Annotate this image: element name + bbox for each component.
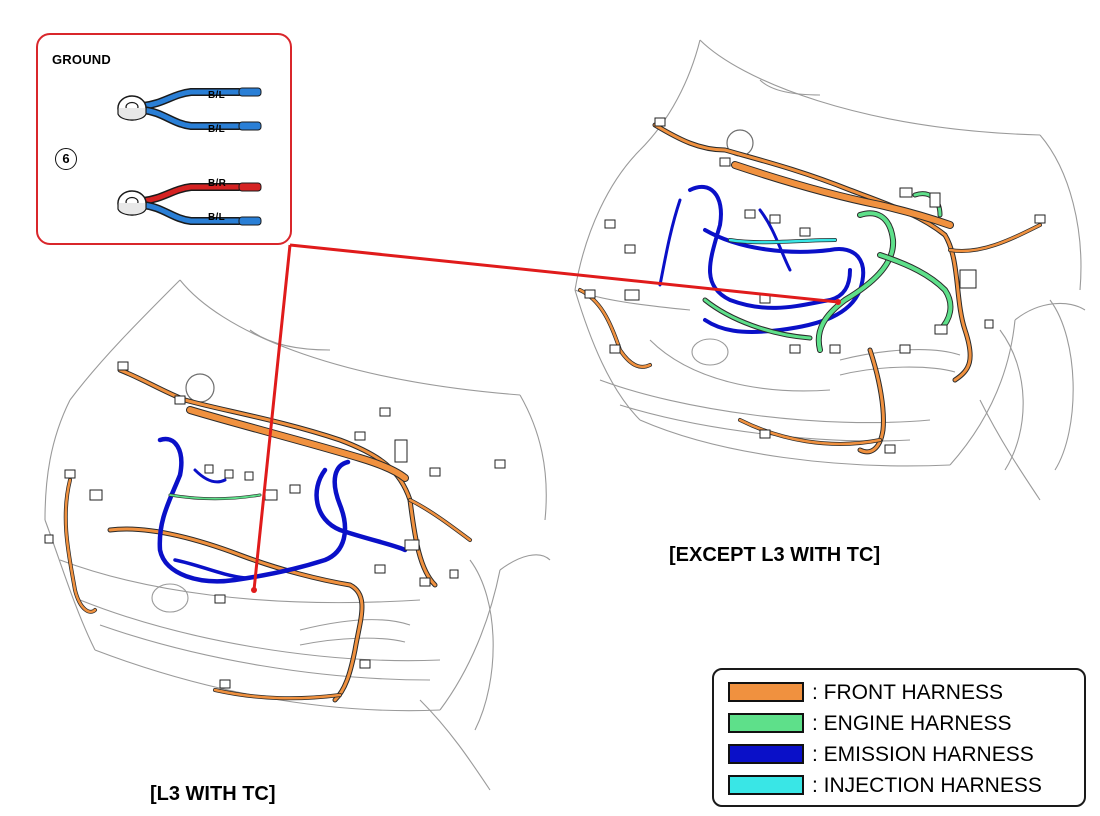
ground-callout-title: GROUND: [52, 52, 111, 67]
terminal-b-wire-1-label: B/R: [208, 178, 227, 189]
legend-label: : EMISSION HARNESS: [812, 743, 1034, 766]
ground-callout-leaders: [251, 243, 841, 593]
legend-label: : FRONT HARNESS: [812, 681, 1003, 704]
car-view-l3-with-tc: [44, 279, 551, 791]
legend-swatch: [728, 682, 804, 702]
car-body-outline: [574, 39, 1086, 501]
ground-terminal-b-icon: [117, 182, 262, 226]
caption-l3-with-tc: [L3 WITH TC]: [150, 783, 276, 805]
ground-point-right-car: [835, 299, 841, 305]
engine-harness-right: [702, 191, 954, 353]
leader-line-left-car: [252, 244, 292, 591]
legend-label: : INJECTION HARNESS: [812, 774, 1042, 797]
terminal-a-wire-1-label: B/L: [208, 90, 226, 101]
legend-swatch: [728, 713, 804, 733]
ground-point-number: 6: [55, 148, 77, 170]
legend-label: : ENGINE HARNESS: [812, 712, 1012, 735]
caption-except-l3-with-tc: [EXCEPT L3 WITH TC]: [669, 544, 881, 566]
leader-line-right-car: [289, 243, 839, 304]
terminal-a-wire-2-label: B/L: [208, 124, 226, 135]
front-harness-left: [63, 367, 472, 703]
legend-swatch: [728, 744, 804, 764]
car-view-except-l3-with-tc: [574, 39, 1086, 501]
ground-callout-box: GROUND 6 B/L B/L B/R B/L: [36, 33, 292, 245]
connectors-right: [584, 117, 1046, 454]
injection-harness-right: [728, 238, 837, 245]
engine-harness-left: [168, 493, 262, 501]
ground-point-left-car: [251, 587, 257, 593]
emission-harness-left: [157, 436, 408, 584]
terminal-b-wire-2-label: B/L: [208, 212, 226, 223]
legend-swatch: [728, 775, 804, 795]
front-harness-right: [578, 122, 1042, 455]
harness-legend: : FRONT HARNESS : ENGINE HARNESS : EMISS…: [712, 668, 1086, 807]
car-body-outline: [44, 279, 551, 791]
connectors-left: [44, 361, 506, 689]
ground-terminal-a-icon: [117, 87, 262, 131]
